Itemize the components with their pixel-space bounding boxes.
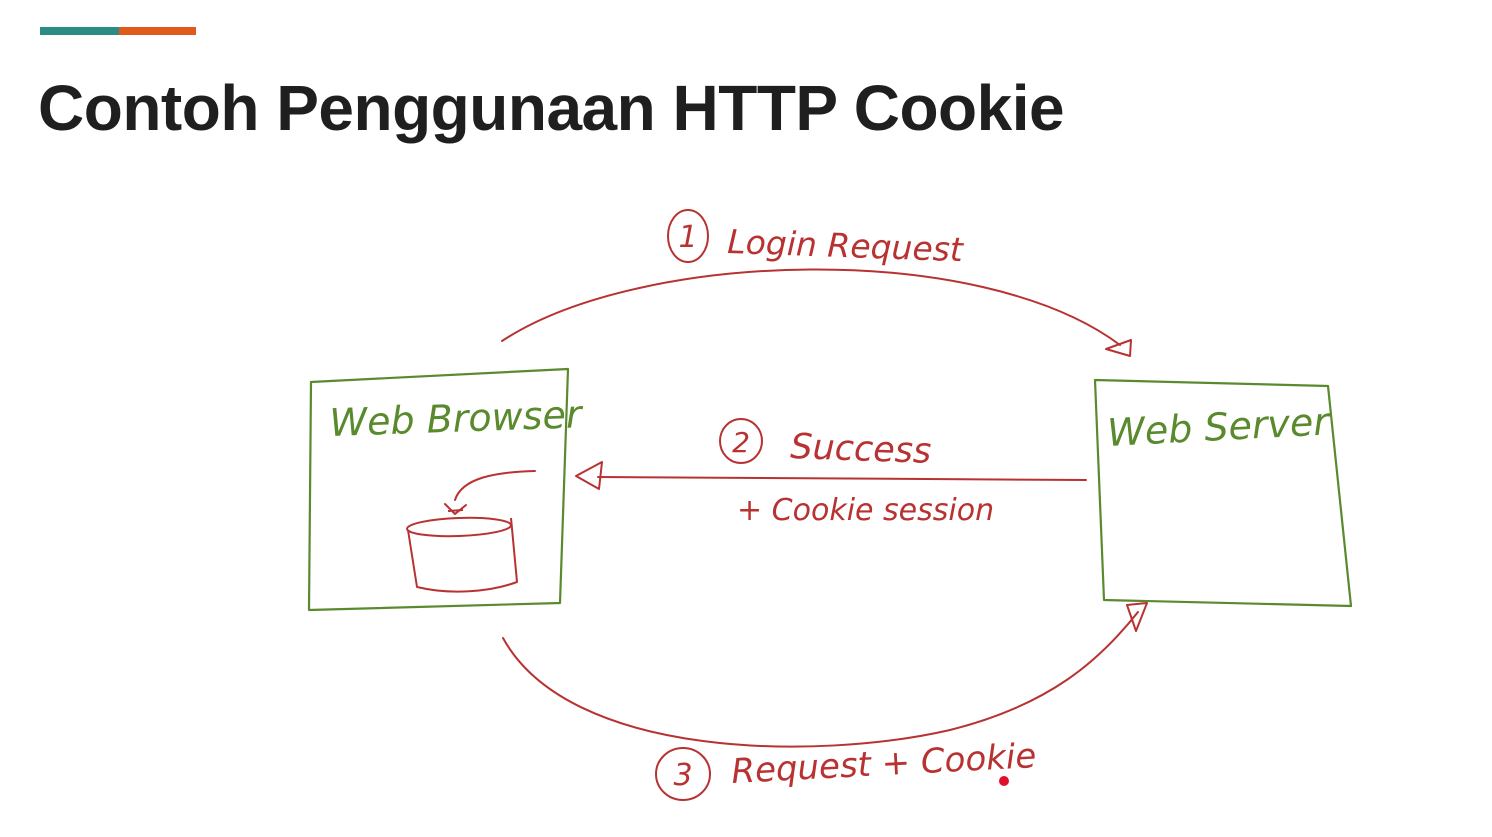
step-1-arrow <box>501 268 1121 346</box>
step-2-sublabel: + Cookie session <box>737 493 994 528</box>
slide-title: Contoh Penggunaan HTTP Cookie <box>38 72 1065 144</box>
step-2-number-circle <box>719 418 763 464</box>
step-3-number: 3 <box>673 758 692 793</box>
cookie-storage-icon <box>406 470 536 593</box>
step-2-arrowhead <box>575 461 603 490</box>
pointer-dot <box>999 776 1009 786</box>
step-3-label: Request + Cookie <box>730 736 1037 792</box>
step-2-success: 2 Success + Cookie session <box>575 418 1087 528</box>
step-2-number: 2 <box>732 426 750 459</box>
accent-bar-orange <box>119 27 196 35</box>
step-3-arrow <box>502 611 1139 748</box>
step-1-login-request: 1 Login Request <box>501 209 1132 357</box>
web-server-node: Web Server <box>1093 378 1353 608</box>
step-1-arrowhead <box>1105 339 1132 357</box>
step-1-number: 1 <box>678 220 697 255</box>
web-browser-box <box>307 367 570 612</box>
step-3-number-circle <box>655 747 711 801</box>
web-browser-node: Web Browser <box>307 367 585 612</box>
web-server-label: Web Server <box>1106 399 1332 455</box>
step-2-arrow <box>597 476 1087 481</box>
step-3-request-cookie: 3 Request + Cookie <box>502 602 1148 801</box>
accent-bar-teal <box>40 27 119 35</box>
web-browser-label: Web Browser <box>329 392 585 445</box>
step-2-label: Success <box>790 427 932 472</box>
web-server-box <box>1093 378 1353 608</box>
accent-bar <box>40 27 196 35</box>
step-1-label: Login Request <box>727 222 965 269</box>
step-1-number-circle <box>667 209 709 263</box>
step-3-arrowhead <box>1126 602 1148 632</box>
